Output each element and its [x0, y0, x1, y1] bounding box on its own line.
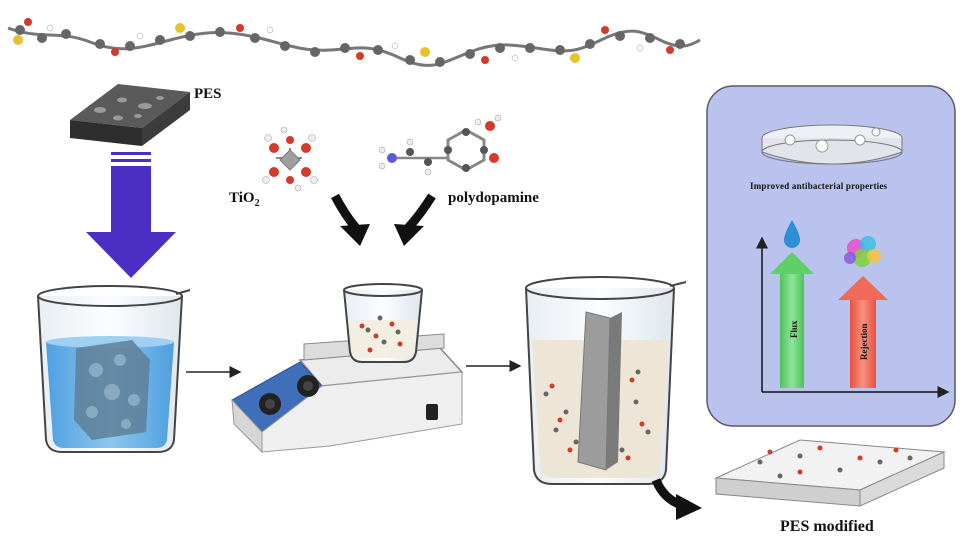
petri-dish [761, 124, 903, 165]
flux-label: Flux [789, 320, 799, 338]
tio2-label-subscript: 2 [254, 198, 260, 209]
tio2-label-main: TiO [229, 190, 255, 206]
curved-arrow-to-product [651, 478, 702, 520]
pes-polymer-chain [7, 18, 701, 67]
curved-arrow-left [331, 193, 370, 246]
beaker-water-pes [37, 285, 191, 453]
tio2-label: TiO2 [229, 190, 260, 209]
polydopamine-label: polydopamine [448, 190, 539, 206]
pes-membrane [70, 84, 190, 146]
curved-arrow-right [394, 193, 436, 246]
tio2-molecule [262, 126, 318, 192]
flux-arrow [770, 220, 814, 388]
rejection-arrow [838, 236, 888, 388]
pes-label: PES [194, 86, 222, 102]
protein-icon [844, 236, 881, 267]
pes-down-arrow [86, 152, 176, 278]
magnetic-stirrer [231, 333, 464, 454]
properties-panel: Flux Rejection [706, 85, 956, 427]
antibacterial-label: Improved antibacterial properties [750, 181, 888, 191]
beaker-coating [525, 276, 687, 485]
small-beaker-mixture [343, 283, 423, 363]
rejection-label: Rejection [859, 324, 869, 360]
polydopamine-molecule [378, 114, 502, 176]
pes-modified-label: PES modified [780, 518, 874, 535]
pes-modified-membrane [714, 439, 946, 507]
